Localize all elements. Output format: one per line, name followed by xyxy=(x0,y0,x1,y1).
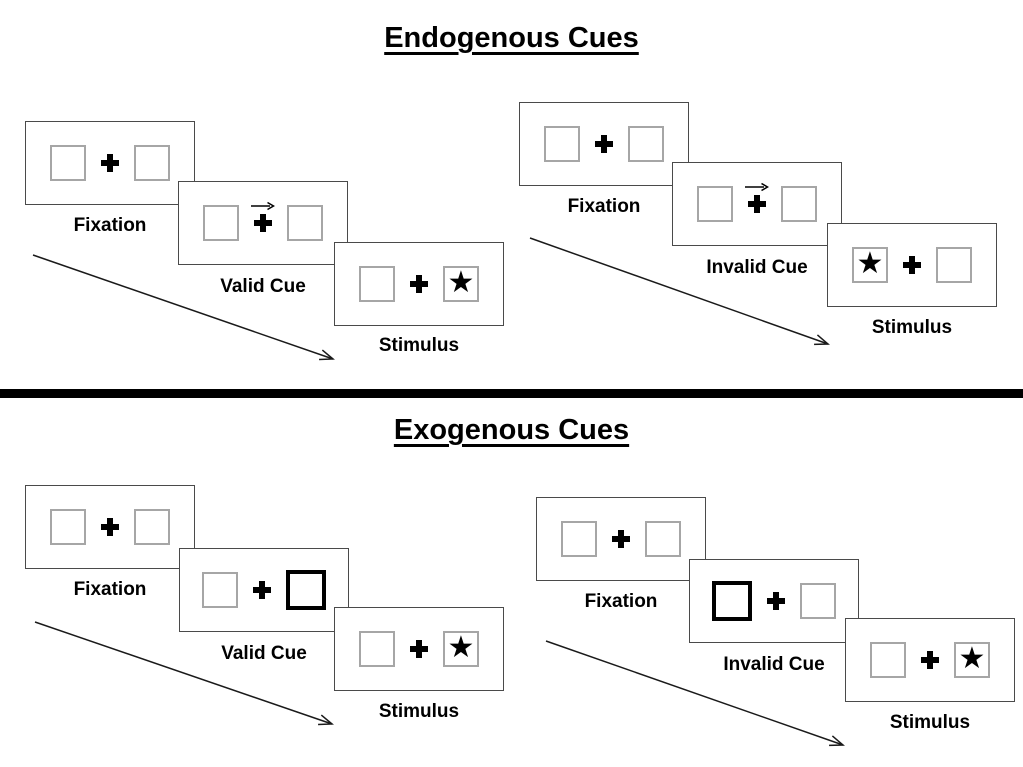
panel-invalid-cue xyxy=(689,559,859,643)
left-box xyxy=(203,205,239,241)
section-title-exogenous-text: Exogenous Cues xyxy=(393,414,630,446)
panel-invalid-cue xyxy=(672,162,842,246)
right-box xyxy=(781,186,817,222)
fixation-cross-icon xyxy=(745,182,769,213)
fixation-cross-icon xyxy=(101,518,119,536)
fixation-cross-icon xyxy=(595,135,613,153)
fixation-cross-icon xyxy=(251,201,275,232)
panel-label: Valid Cue xyxy=(220,276,306,297)
plus-icon xyxy=(748,195,766,213)
section-divider xyxy=(0,389,1023,398)
left-box xyxy=(697,186,733,222)
plus-icon xyxy=(612,530,630,548)
cue-arrow-right-icon xyxy=(745,182,769,192)
panel-label: Fixation xyxy=(73,215,147,236)
panel-label: Stimulus xyxy=(378,701,460,722)
right-box xyxy=(936,247,972,283)
fixation-cross-icon xyxy=(101,154,119,172)
panel-valid-cue xyxy=(178,181,348,265)
panel-fixation xyxy=(25,121,195,205)
right-box: ★ xyxy=(954,642,990,678)
left-box xyxy=(359,266,395,302)
right-box-cue-highlight xyxy=(286,570,326,610)
left-box: ★ xyxy=(852,247,888,283)
fixation-cross-icon xyxy=(903,256,921,274)
panel-stimulus: ★ xyxy=(845,618,1015,702)
right-box: ★ xyxy=(443,631,479,667)
section-title-endogenous: Endogenous Cues xyxy=(0,22,1023,55)
left-box xyxy=(544,126,580,162)
left-box xyxy=(359,631,395,667)
plus-icon xyxy=(410,275,428,293)
panel-fixation xyxy=(519,102,689,186)
panel-label: Fixation xyxy=(584,591,658,612)
fixation-cross-icon xyxy=(767,592,785,610)
panel-fixation xyxy=(536,497,706,581)
panel-label: Stimulus xyxy=(378,335,460,356)
star-icon: ★ xyxy=(856,246,884,281)
fixation-cross-icon xyxy=(612,530,630,548)
left-box-cue-highlight xyxy=(712,581,752,621)
plus-icon xyxy=(595,135,613,153)
star-icon: ★ xyxy=(447,265,475,300)
panel-valid-cue xyxy=(179,548,349,632)
panel-label: Stimulus xyxy=(871,317,953,338)
panel-label: Invalid Cue xyxy=(706,257,808,278)
fixation-cross-icon xyxy=(410,275,428,293)
panel-label: Valid Cue xyxy=(221,643,307,664)
panel-label: Stimulus xyxy=(889,712,971,733)
panel-stimulus: ★ xyxy=(334,607,504,691)
left-box xyxy=(202,572,238,608)
plus-icon xyxy=(921,651,939,669)
right-box xyxy=(628,126,664,162)
right-box xyxy=(645,521,681,557)
section-title-exogenous: Exogenous Cues xyxy=(0,414,1023,447)
left-box xyxy=(561,521,597,557)
star-icon: ★ xyxy=(447,630,475,665)
left-box xyxy=(50,145,86,181)
right-box xyxy=(134,145,170,181)
left-box xyxy=(50,509,86,545)
plus-icon xyxy=(767,592,785,610)
panel-stimulus: ★ xyxy=(827,223,997,307)
panel-label: Invalid Cue xyxy=(723,654,825,675)
right-box xyxy=(287,205,323,241)
fixation-cross-icon xyxy=(410,640,428,658)
right-box: ★ xyxy=(443,266,479,302)
right-box xyxy=(134,509,170,545)
plus-icon xyxy=(253,581,271,599)
plus-icon xyxy=(254,214,272,232)
fixation-cross-icon xyxy=(253,581,271,599)
panel-label: Fixation xyxy=(567,196,641,217)
plus-icon xyxy=(101,154,119,172)
plus-icon xyxy=(410,640,428,658)
plus-icon xyxy=(903,256,921,274)
fixation-cross-icon xyxy=(921,651,939,669)
panel-stimulus: ★ xyxy=(334,242,504,326)
panel-fixation xyxy=(25,485,195,569)
section-title-endogenous-text: Endogenous Cues xyxy=(384,22,639,54)
plus-icon xyxy=(101,518,119,536)
right-box xyxy=(800,583,836,619)
star-icon: ★ xyxy=(958,641,986,676)
left-box xyxy=(870,642,906,678)
cue-arrow-right-icon xyxy=(251,201,275,211)
panel-label: Fixation xyxy=(73,579,147,600)
